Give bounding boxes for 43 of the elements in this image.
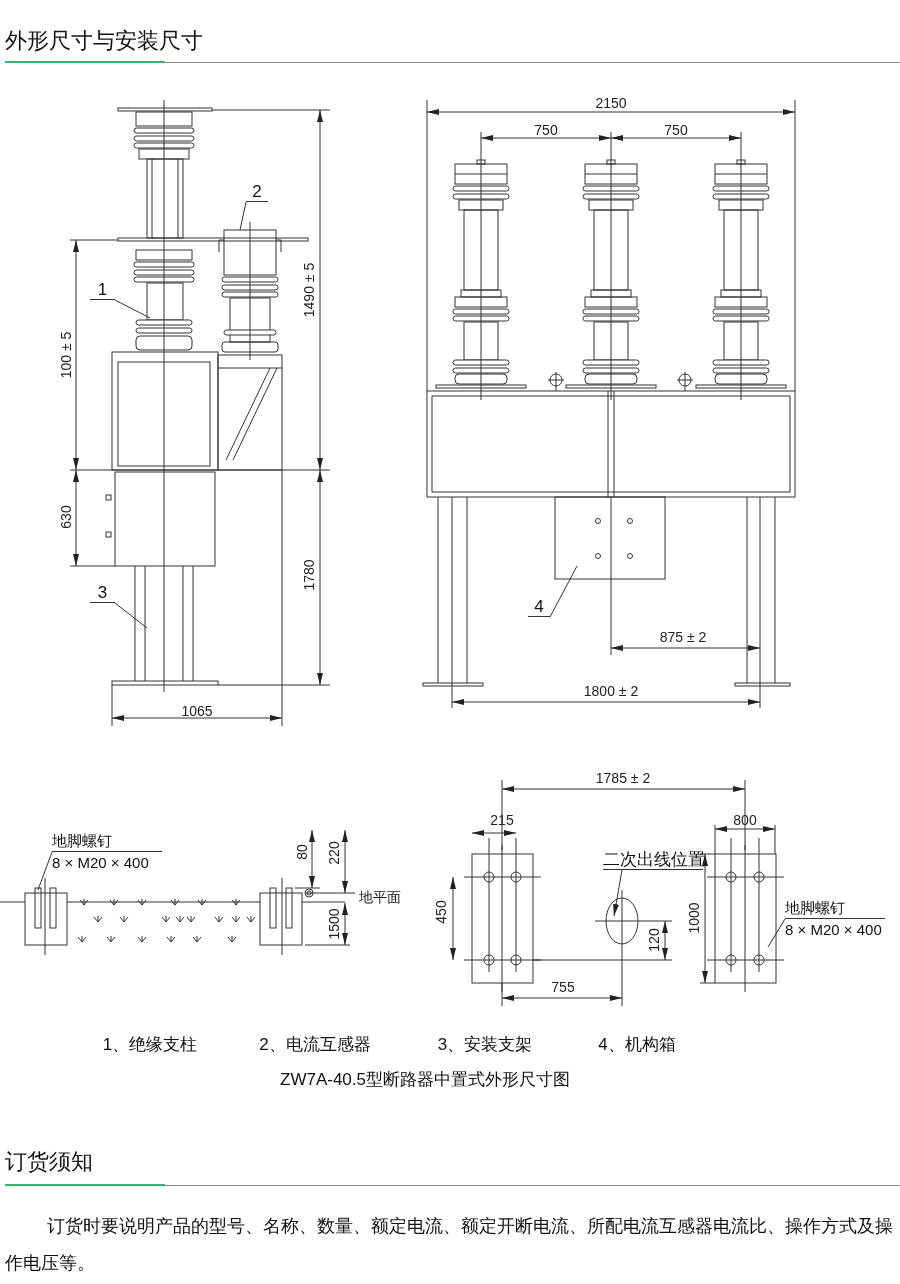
dimension-label: 1500 <box>326 908 342 940</box>
part-list-item: 2、电流互感器 <box>259 1035 371 1055</box>
dimension-label: 800 <box>733 812 757 828</box>
dimension-label: 1000 <box>686 902 702 934</box>
part-list-item: 4、机构箱 <box>598 1035 676 1055</box>
dimension-label: 750 <box>534 122 558 138</box>
leader-line <box>613 869 623 917</box>
dimension-label: 1780 <box>301 559 317 591</box>
figure-caption: ZW7A-40.5型断路器中置式外形尺寸图 <box>280 1070 570 1090</box>
dimension-label: 120 <box>646 928 662 952</box>
part-list-item: 3、安装支架 <box>437 1035 533 1055</box>
section-heading: 订货须知 <box>5 1148 93 1176</box>
leader-line <box>549 565 578 618</box>
dimension-label: 875 ± 2 <box>659 629 707 645</box>
anchor-bolt-callout: 地脚螺钉 8 × M20 × 400 <box>52 830 162 874</box>
dimension-label: 450 <box>433 900 449 924</box>
section-heading: 外形尺寸与安装尺寸 <box>5 27 203 55</box>
dimension-label: 1490 ± 5 <box>301 262 317 318</box>
leader-line <box>767 918 786 948</box>
dimension-label: 1785 ± 2 <box>595 770 651 786</box>
order-notes-paragraph: 订货时要说明产品的型号、名称、数量、额定电流、额定开断电流、所配电流互感器电流比、操作方式及操作电压等。 <box>5 1215 894 1275</box>
dimension-label: 215 <box>490 812 514 828</box>
dimension-label: 1065 <box>181 703 213 719</box>
part-list-item: 1、绝缘支柱 <box>102 1035 198 1055</box>
leader-line <box>239 201 247 231</box>
anchor-bolt-callout: 地脚螺钉 8 × M20 × 400 <box>785 897 885 941</box>
dimension-label: 2150 <box>595 95 627 111</box>
dimension-label: 755 <box>551 979 575 995</box>
dimension-label: 750 <box>664 122 688 138</box>
callout-label: 二次出线位置 <box>603 850 703 870</box>
callout-label: 2 <box>246 182 268 202</box>
dimension-label: 1800 ± 2 <box>583 683 639 699</box>
leader-line <box>37 851 53 891</box>
leader-line <box>114 299 151 319</box>
callout-label: 4 <box>528 597 550 617</box>
dimension-label: 地平面 <box>359 889 401 905</box>
callout-label: 1 <box>90 280 115 300</box>
dimension-label: 100 ± 5 <box>58 331 74 379</box>
dimension-label: 630 <box>58 505 74 529</box>
dimension-label: 80 <box>294 844 310 860</box>
leader-line <box>114 602 148 629</box>
callout-label: 3 <box>90 583 115 603</box>
dimension-label: 220 <box>326 841 342 865</box>
